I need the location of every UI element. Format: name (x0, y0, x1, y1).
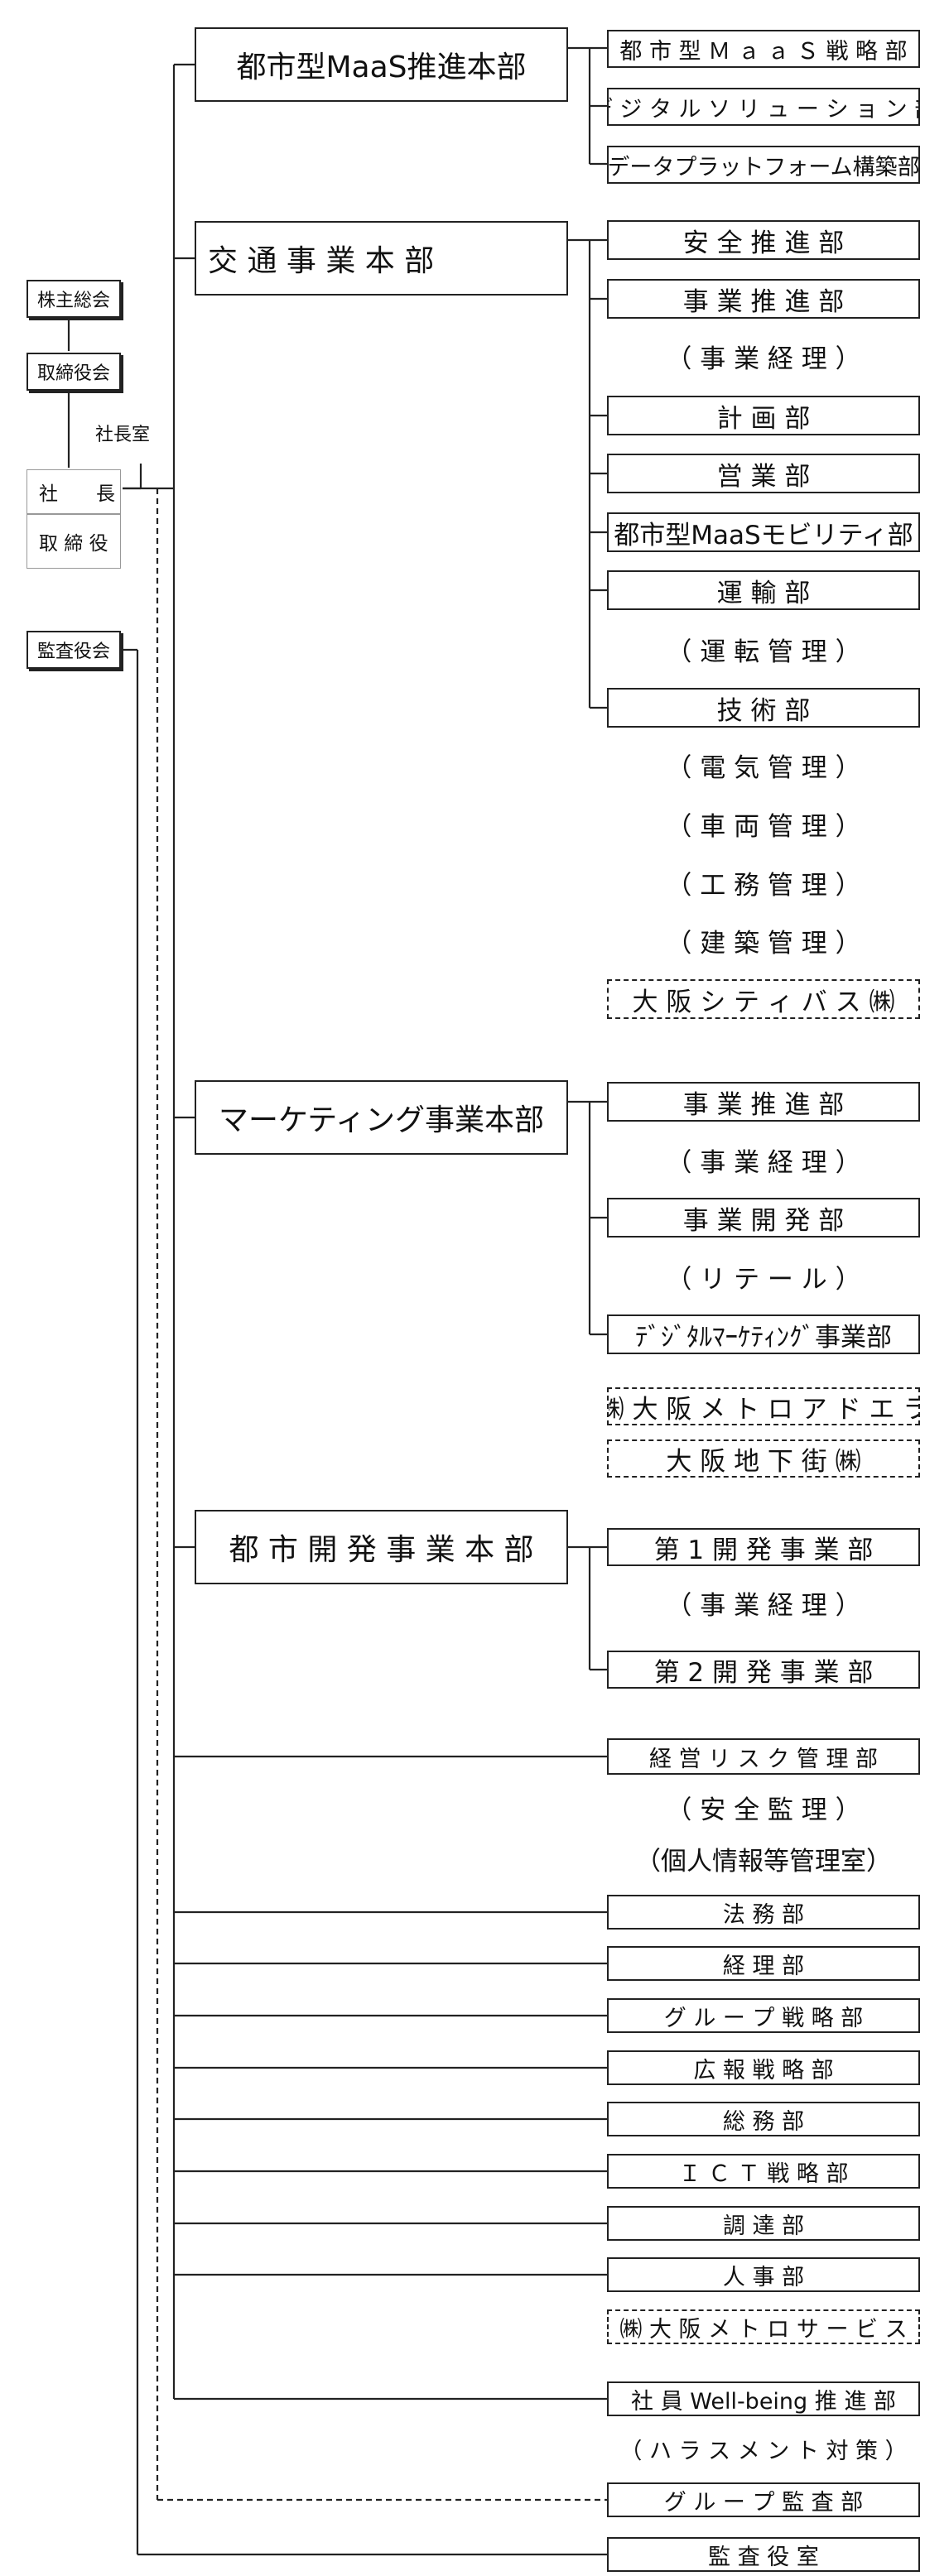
dept-marketing-business-promotion[interactable]: 事 業 推 進 部 (607, 1082, 920, 1122)
affiliate-metro-adera[interactable]: ㈱ 大 阪 メ ト ロ ア ド エ ラ (607, 1387, 920, 1425)
dept-group-strategy[interactable]: グ ル ー プ 戦 略 部 (607, 1998, 920, 2033)
sub-civil-mgmt: （ 工 務 管 理 ） (666, 870, 861, 901)
dept-data-platform[interactable]: データプラットフォーム構築部 (607, 146, 920, 184)
sub-privacy-office: （個人情報等管理室） (635, 1846, 892, 1877)
sub-harassment: （ ハ ラ ス メ ン ト 対 策 ） (619, 2438, 908, 2464)
sub-building-mgmt: （ 建 築 管 理 ） (666, 928, 861, 959)
dept-ict-strategy[interactable]: Ｉ Ｃ Ｔ 戦 略 部 (607, 2154, 920, 2189)
sub-vehicle-mgmt: （ 車 両 管 理 ） (666, 811, 861, 842)
dept-accounting[interactable]: 経 理 部 (607, 1946, 920, 1981)
auditor-office[interactable]: 監 査 役 室 (607, 2537, 920, 2572)
board-of-directors-box[interactable]: 取締役会 (26, 353, 121, 391)
dept-general-affairs[interactable]: 総 務 部 (607, 2102, 920, 2136)
dept-group-audit[interactable]: グ ル ー プ 監 査 部 (607, 2482, 920, 2517)
sub-safety-audit: （ 安 全 監 理 ） (666, 1795, 861, 1825)
shareholders-meeting-box[interactable]: 株主総会 (26, 280, 121, 318)
dept-transport-business-promotion[interactable]: 事 業 推 進 部 (607, 279, 920, 319)
dept-legal[interactable]: 法 務 部 (607, 1895, 920, 1930)
sub-operation-mgmt: （ 運 転 管 理 ） (666, 637, 861, 667)
dept-maas-mobility[interactable]: 都市型MaaSモビリティ部 (607, 512, 920, 552)
hq-marketing-box[interactable]: マーケティング事業本部 (195, 1080, 568, 1155)
dept-risk-management[interactable]: 経 営 リ ス ク 管 理 部 (607, 1738, 920, 1775)
dept-business-development[interactable]: 事 業 開 発 部 (607, 1198, 920, 1238)
dept-sales[interactable]: 営 業 部 (607, 454, 920, 493)
sub-transport-business-mgmt: （ 事 業 経 理 ） (666, 344, 861, 374)
hq-maas-box[interactable]: 都市型MaaS推進本部 (195, 27, 568, 102)
dept-digital-solution[interactable]: デ ジ タ ル ソ リ ュ ー シ ョ ン 部 (607, 88, 920, 126)
hq-transport-box[interactable]: 交 通 事 業 本 部 (195, 221, 568, 296)
sub-electric-mgmt: （ 電 気 管 理 ） (666, 752, 861, 783)
affiliate-city-bus[interactable]: 大 阪 シ テ ィ バ ス ㈱ (607, 979, 920, 1019)
president-box[interactable]: 社 長 (26, 469, 121, 514)
affiliate-metro-service[interactable]: ㈱ 大 阪 メ ト ロ サ ー ビ ス (607, 2309, 920, 2344)
dept-safety-promotion[interactable]: 安 全 推 進 部 (607, 220, 920, 260)
affiliate-underground-mall[interactable]: 大 阪 地 下 街 ㈱ (607, 1439, 920, 1478)
dept-first-development[interactable]: 第 1 開 発 事 業 部 (607, 1528, 920, 1566)
dept-human-resources[interactable]: 人 事 部 (607, 2257, 920, 2292)
dept-technology[interactable]: 技 術 部 (607, 688, 920, 728)
dept-procurement[interactable]: 調 達 部 (607, 2206, 920, 2241)
dept-digital-marketing[interactable]: ﾃﾞｼﾞﾀﾙﾏｰｹﾃｨﾝｸﾞ事業部 (607, 1314, 920, 1354)
sub-marketing-business-mgmt: （ 事 業 経 理 ） (666, 1147, 861, 1178)
dept-second-development[interactable]: 第 2 開 発 事 業 部 (607, 1651, 920, 1689)
director-box[interactable]: 取 締 役 (26, 514, 121, 569)
sub-retail: （ リ テ ー ル ） (666, 1264, 861, 1295)
dept-maas-strategy[interactable]: 都 市 型 Ｍ ａ ａ Ｓ 戦 略 部 (607, 30, 920, 68)
dept-pr-strategy[interactable]: 広 報 戦 略 部 (607, 2050, 920, 2085)
president-office-label: 社長室 (94, 425, 150, 445)
sub-urban-business-mgmt: （ 事 業 経 理 ） (666, 1590, 861, 1621)
dept-transportation[interactable]: 運 輸 部 (607, 570, 920, 610)
dept-wellbeing[interactable]: 社 員 Well-being 推 進 部 (607, 2381, 920, 2416)
hq-urban-box[interactable]: 都 市 開 発 事 業 本 部 (195, 1510, 568, 1584)
dept-planning[interactable]: 計 画 部 (607, 396, 920, 435)
hq-transport-label: 交 通 事 業 本 部 (208, 244, 435, 278)
audit-board-box[interactable]: 監査役会 (26, 631, 121, 669)
